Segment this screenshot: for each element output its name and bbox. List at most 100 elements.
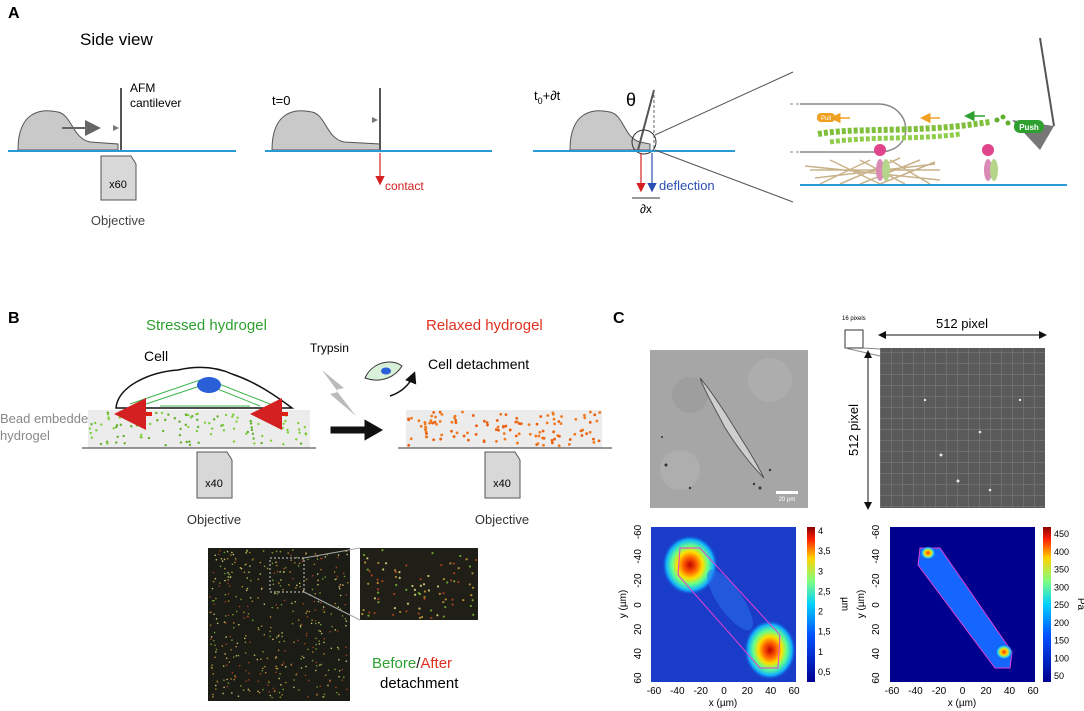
bead-dot: [597, 439, 601, 443]
bead-dot: [316, 573, 319, 575]
bead-dot: [226, 678, 228, 681]
bead-dot: [442, 615, 445, 618]
bead-dot: [230, 648, 232, 651]
bead-dot: [410, 416, 413, 420]
bead-dot: [362, 553, 366, 557]
bead-dot: [100, 423, 103, 426]
bead-dot: [376, 591, 380, 594]
bead-dot: [231, 671, 234, 674]
bead-dot: [336, 575, 339, 578]
bead-dot: [298, 431, 301, 434]
bead-dot: [394, 571, 397, 574]
bead-dot: [122, 434, 125, 438]
pixel-zoom-line-2: [844, 347, 881, 357]
bead-dot: [267, 680, 270, 683]
bead-dot: [298, 562, 301, 565]
bead-dot: [219, 565, 222, 568]
bead-dot: [249, 641, 251, 644]
bead-dot: [226, 557, 229, 560]
bead-dot: [251, 559, 254, 561]
bead-dot: [327, 684, 329, 687]
bead-dot: [329, 630, 331, 633]
bead-dot: [405, 610, 408, 613]
bead-dot: [304, 433, 308, 436]
bead-dot: [275, 604, 277, 606]
bead-dot: [280, 603, 283, 606]
dx-label: ∂x: [640, 202, 652, 216]
bead-dot: [215, 688, 217, 690]
bead-dot: [457, 566, 460, 570]
bead-dot: [224, 567, 226, 570]
bead-dot: [280, 684, 282, 686]
bead-dot: [346, 553, 348, 556]
bead-dot: [517, 432, 521, 436]
bead-dot: [313, 600, 316, 603]
traction-hotspot-top: [920, 546, 936, 560]
stressed-title: Stressed hydrogel: [146, 317, 267, 334]
bead-dot: [303, 656, 305, 659]
bead-dot: [227, 582, 229, 585]
bead-dot: [244, 641, 247, 644]
bead-dot: [226, 685, 229, 688]
panel-a: A Side view AFM cantilever x60 Objective…: [8, 5, 1067, 228]
colorbar-tick-label: 2,5: [818, 586, 831, 596]
bead-dot: [238, 605, 241, 608]
bead-dot: [417, 419, 421, 423]
bead-dot: [434, 415, 438, 419]
bead-dot: [537, 434, 541, 438]
bead-dot: [318, 640, 320, 642]
bead-dot: [583, 413, 586, 417]
bead-dot: [222, 665, 225, 667]
bead-dot: [275, 671, 277, 673]
bead-dot: [467, 438, 470, 442]
bead-dot: [282, 422, 285, 425]
bead-dot: [306, 610, 309, 612]
bead-dot: [588, 420, 592, 424]
bead-dot: [314, 592, 317, 595]
bead-dot: [275, 665, 277, 668]
bead-dot: [288, 584, 290, 586]
right-ylabel: y (µm): [856, 590, 867, 619]
right-xlabel: x (µm): [948, 698, 977, 709]
bead-dot: [580, 434, 584, 437]
bead-dot: [225, 643, 228, 645]
bead-dot: [314, 619, 317, 622]
bead-dot: [160, 411, 164, 415]
y-tick-label: 60: [633, 672, 644, 684]
bead-dot: [161, 429, 165, 433]
bead-dot: [173, 417, 176, 420]
bead-dot: [238, 664, 241, 667]
bead-dot: [147, 436, 151, 440]
bead-dot: [320, 663, 323, 666]
bead-dot: [465, 558, 468, 561]
bead-dot: [90, 423, 93, 426]
colorbar-tick-label: 2: [818, 607, 823, 617]
bead-dot: [291, 602, 293, 605]
bead-dot: [271, 579, 274, 582]
bead-dot: [106, 442, 109, 445]
bead-dot: [551, 411, 555, 415]
bead-dot: [295, 438, 298, 441]
bead-dot: [304, 674, 307, 677]
bead-dot: [417, 612, 420, 615]
bead-dot: [442, 577, 446, 581]
panel-b: B Stressed hydrogel Relaxed hydrogel Cel…: [0, 310, 612, 701]
bead-dot: [281, 664, 283, 666]
bead-dot: [279, 585, 282, 587]
bead-dot: [281, 694, 283, 696]
t-next-sub: 0: [538, 96, 543, 106]
bead-dot: [252, 437, 255, 440]
bead-dot: [307, 696, 309, 698]
bead-dot: [330, 613, 333, 615]
bead-dot: [323, 637, 326, 640]
bead-dot: [300, 667, 303, 669]
y-tick-label: -60: [871, 524, 882, 539]
bead-dot: [321, 578, 324, 580]
bead-dot: [212, 571, 215, 574]
bead-dot: [329, 680, 331, 683]
bead-dot: [384, 562, 388, 565]
colorbar-tick-label: 150: [1054, 636, 1069, 646]
bead-dot: [250, 428, 254, 432]
